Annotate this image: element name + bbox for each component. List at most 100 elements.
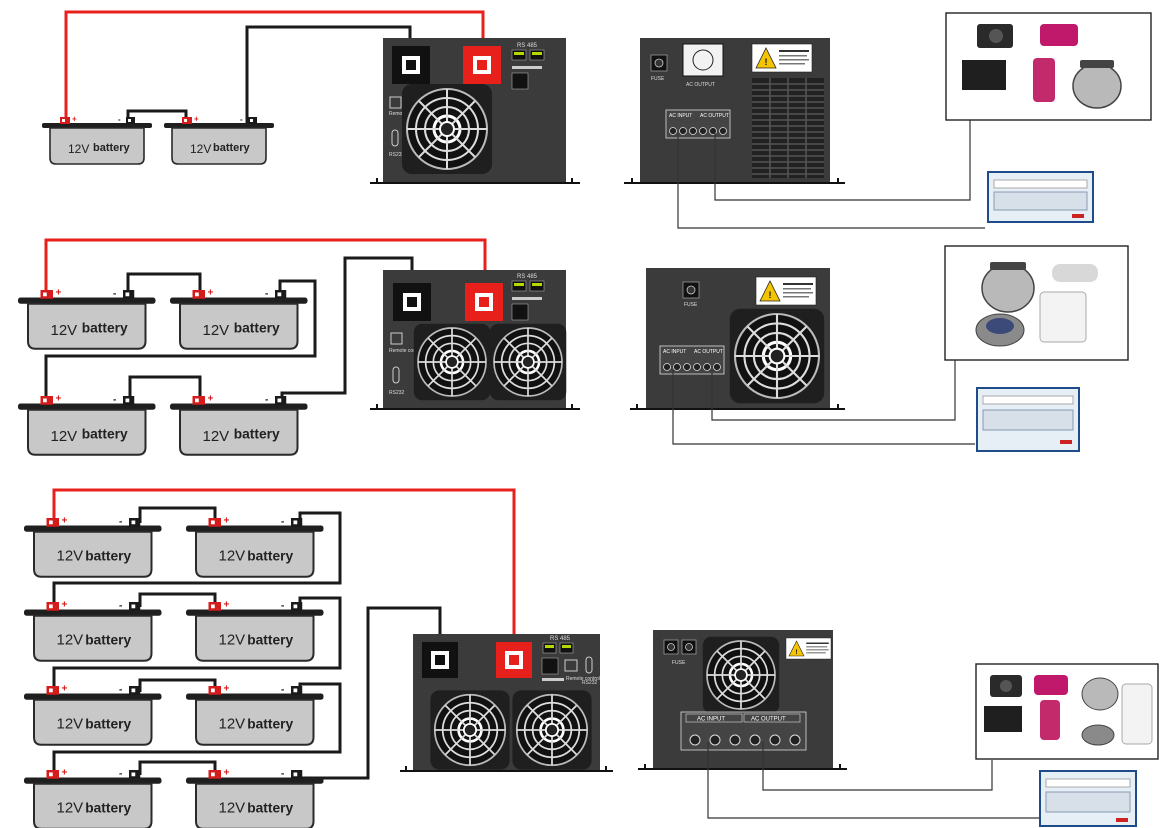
battery-voltage: 12V	[57, 632, 84, 649]
battery: 12V battery	[169, 286, 309, 350]
ac-input-label: AC INPUT	[697, 717, 725, 723]
battery-word: battery	[247, 633, 293, 648]
battery-voltage: 12V	[219, 716, 246, 733]
battery: 12V battery	[185, 682, 325, 746]
battery-voltage: 12V	[68, 142, 89, 156]
battery-word: battery	[247, 801, 293, 816]
battery: 12V battery	[23, 682, 163, 746]
series-link	[138, 760, 217, 775]
series-link	[126, 109, 188, 123]
ac-output-term-label: AC OUTPUT	[694, 349, 723, 355]
breaker-box-photo	[1039, 770, 1137, 827]
battery-word: battery	[213, 142, 251, 154]
fan-icon	[728, 307, 826, 405]
battery-voltage: 12V	[57, 800, 84, 817]
battery-voltage: 12V	[203, 322, 230, 339]
battery: 12V battery	[169, 392, 309, 456]
breaker-box-photo	[987, 171, 1094, 223]
rs485-label: RS 485	[517, 43, 538, 49]
diagram-2-battery: 12V battery 12V battery RS 485	[41, 10, 1152, 229]
series-link	[52, 511, 342, 607]
ac-input-label: AC INPUT	[669, 113, 692, 119]
fan-icon	[429, 689, 511, 771]
warning-icon	[755, 276, 817, 306]
breaker-box-photo	[976, 387, 1080, 452]
battery-word: battery	[82, 427, 128, 442]
rs485-label: RS 485	[550, 636, 571, 642]
battery-word: battery	[93, 142, 131, 154]
series-link	[44, 279, 317, 400]
battery-voltage: 12V	[51, 322, 78, 339]
battery: 12V battery	[23, 766, 163, 828]
battery: 12V battery	[41, 113, 153, 165]
battery: 12V battery	[23, 598, 163, 662]
series-link	[126, 272, 202, 290]
fan-icon	[511, 689, 593, 771]
fan-icon	[488, 322, 568, 402]
series-link	[128, 375, 202, 400]
svg-text:12V: 12V	[68, 142, 89, 156]
positive-wire	[52, 488, 516, 650]
rs485-label: RS 485	[517, 274, 538, 280]
series-link	[138, 678, 217, 692]
series-link	[138, 506, 217, 523]
inverter-rear: FUSE AC INPUT AC OUTPUT	[630, 268, 845, 410]
rs232-label: RS232	[582, 680, 598, 686]
battery-voltage: 12V	[190, 142, 211, 156]
battery-voltage: 12V	[219, 800, 246, 817]
battery-voltage: 12V	[57, 716, 84, 733]
inverter-front: RS 485 Remote control RS232	[400, 634, 613, 772]
vent-grille	[752, 78, 824, 178]
battery: 12V battery	[163, 113, 275, 165]
fan-icon	[400, 82, 494, 176]
battery-word: battery	[234, 427, 280, 442]
remote-label: Remote control	[389, 348, 423, 354]
battery: 12V battery	[185, 598, 325, 662]
warning-icon	[751, 43, 813, 73]
negative-wire	[280, 256, 414, 400]
series-link	[52, 596, 342, 692]
fuse-label: FUSE	[651, 76, 665, 82]
diagram-8-battery: 12V battery 12V battery 12V battery 12V …	[23, 488, 1159, 828]
series-link	[52, 682, 342, 775]
remote-label: Remote control	[566, 676, 600, 682]
battery: 12V battery	[185, 514, 325, 578]
rs232-label: RS232	[389, 152, 405, 158]
battery: 12V battery	[23, 514, 163, 578]
diagram-4-battery: 12V battery 12V battery 12V battery 12V …	[17, 238, 1129, 456]
ac-output-term-label: AC OUTPUT	[751, 717, 786, 723]
battery-word: battery	[247, 549, 293, 564]
appliances-photo	[944, 245, 1129, 361]
series-link	[138, 592, 217, 607]
battery-word: battery	[234, 321, 280, 336]
battery-voltage: 12V	[219, 548, 246, 565]
rs232-label: RS232	[389, 390, 405, 396]
battery: 12V battery	[17, 392, 157, 456]
warning-icon	[785, 637, 832, 660]
battery-voltage: 12V	[203, 428, 230, 445]
inverter-rear: FUSE AC INPUT AC OUTPUT	[638, 630, 847, 770]
battery-word: battery	[85, 633, 131, 648]
battery-voltage: 12V	[51, 428, 78, 445]
fuse-label: FUSE	[684, 302, 698, 308]
battery: 12V battery	[17, 286, 157, 350]
inverter-front: RS 485 Remote control RS232	[370, 270, 580, 410]
fan-icon	[412, 322, 492, 402]
appliances-photo	[945, 12, 1152, 121]
fuse-label: FUSE	[672, 660, 686, 666]
battery-word: battery	[247, 717, 293, 732]
ac-output-term-label: AC OUTPUT	[700, 113, 729, 119]
battery-voltage: 12V	[57, 548, 84, 565]
battery-word: battery	[82, 321, 128, 336]
ac-output-label: AC OUTPUT	[686, 82, 715, 88]
battery-word: battery	[85, 549, 131, 564]
battery-word: battery	[85, 717, 131, 732]
positive-wire	[64, 10, 485, 123]
battery-voltage: 12V	[219, 632, 246, 649]
battery: 12V battery	[185, 766, 325, 828]
positive-wire	[44, 238, 487, 290]
appliances-photo	[975, 663, 1159, 760]
fan-icon	[701, 635, 781, 715]
inverter-front: RS 485 Remote control RS232	[370, 38, 580, 184]
